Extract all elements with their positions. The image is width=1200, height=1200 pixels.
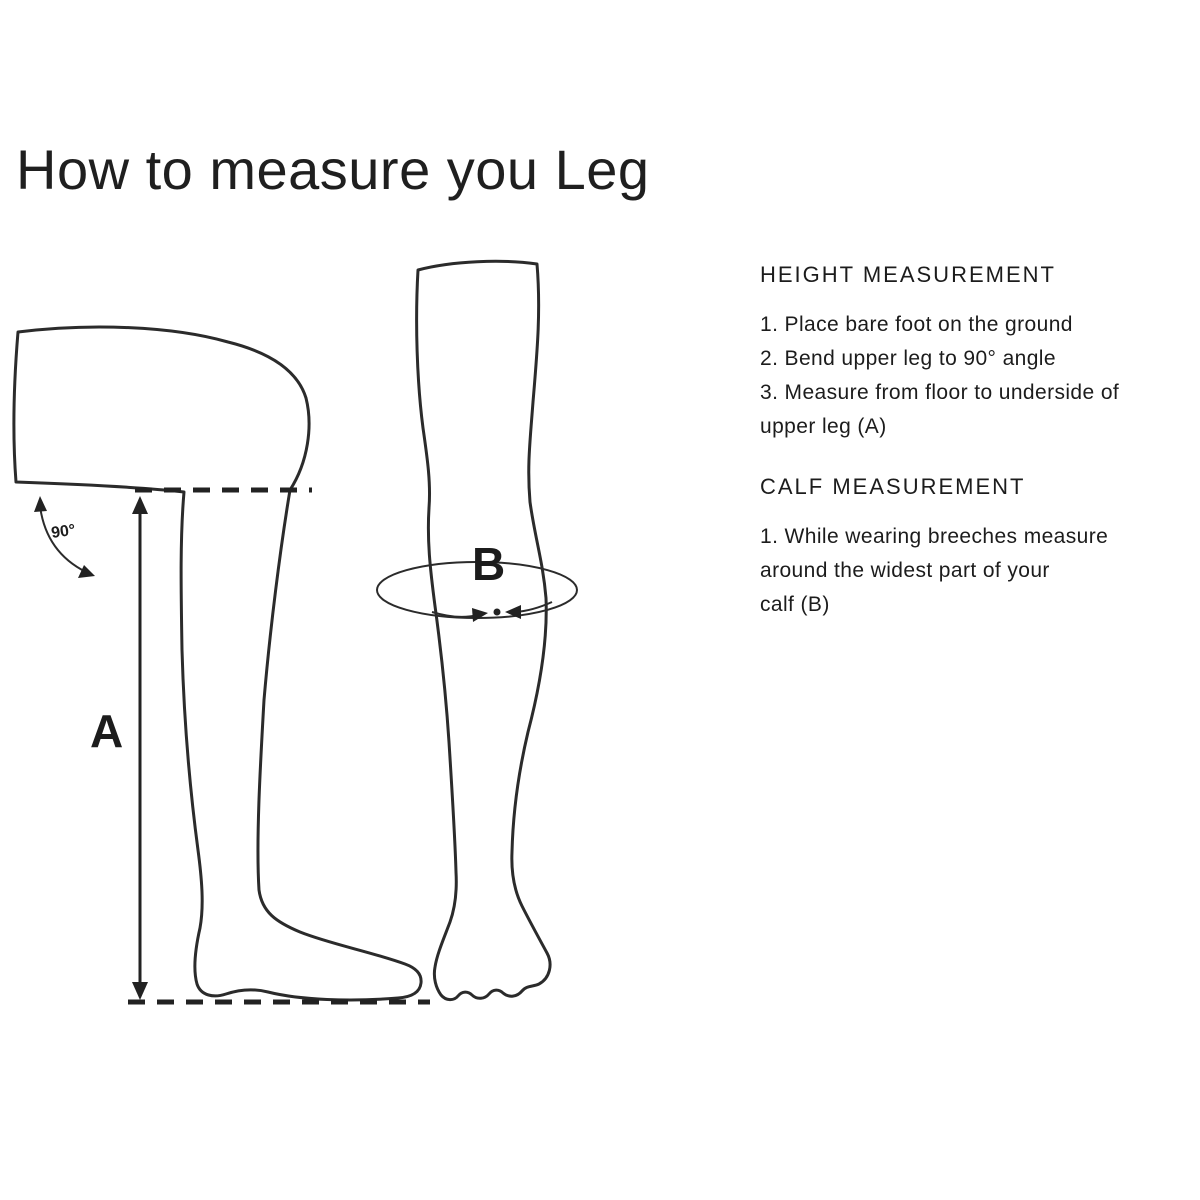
angle-arc bbox=[39, 505, 87, 573]
calf-step-1-cont: around the widest part of your bbox=[760, 559, 1050, 582]
height-step-3: 3. Measure from floor to underside of bbox=[760, 381, 1120, 404]
angle-arrow-top bbox=[34, 496, 47, 512]
page-title: How to measure you Leg bbox=[16, 138, 650, 201]
calf-label: B bbox=[472, 538, 505, 590]
girth-arrow-left-head bbox=[472, 608, 488, 622]
side-leg-figure: 90° A bbox=[12, 325, 430, 1005]
angle-label: 90° bbox=[50, 522, 76, 542]
height-measurement-heading: HEIGHT MEASUREMENT bbox=[760, 262, 1056, 287]
front-leg-figure: B bbox=[376, 259, 578, 1002]
height-arrow-head-bottom bbox=[132, 982, 148, 1000]
calf-step-1-cont2: calf (B) bbox=[760, 593, 830, 616]
height-arrow-head-top bbox=[132, 496, 148, 514]
calf-step-1: 1. While wearing breeches measure bbox=[760, 525, 1109, 548]
angle-annotation: 90° bbox=[34, 496, 95, 578]
height-measure-arrow: A bbox=[90, 496, 148, 1000]
height-step-3-cont: upper leg (A) bbox=[760, 415, 887, 438]
height-step-2: 2. Bend upper leg to 90° angle bbox=[760, 347, 1056, 370]
girth-arrow-right-head bbox=[505, 605, 521, 619]
calf-measurement-steps: 1. While wearing breeches measure around… bbox=[760, 520, 1150, 622]
leg-diagram: 90° A B bbox=[12, 259, 578, 1005]
calf-measurement-heading: CALF MEASUREMENT bbox=[760, 474, 1026, 499]
height-step-1: 1. Place bare foot on the ground bbox=[760, 313, 1073, 336]
side-leg-outline bbox=[12, 325, 423, 1002]
angle-arrow-bottom bbox=[78, 565, 95, 578]
front-leg-outline bbox=[415, 259, 552, 1002]
instructions-panel: HEIGHT MEASUREMENT 1. Place bare foot on… bbox=[760, 262, 1150, 632]
calf-girth-annotation: B bbox=[376, 538, 578, 622]
height-measurement-steps: 1. Place bare foot on the ground 2. Bend… bbox=[760, 308, 1150, 444]
height-label: A bbox=[90, 705, 123, 757]
girth-center-dot bbox=[493, 608, 501, 616]
